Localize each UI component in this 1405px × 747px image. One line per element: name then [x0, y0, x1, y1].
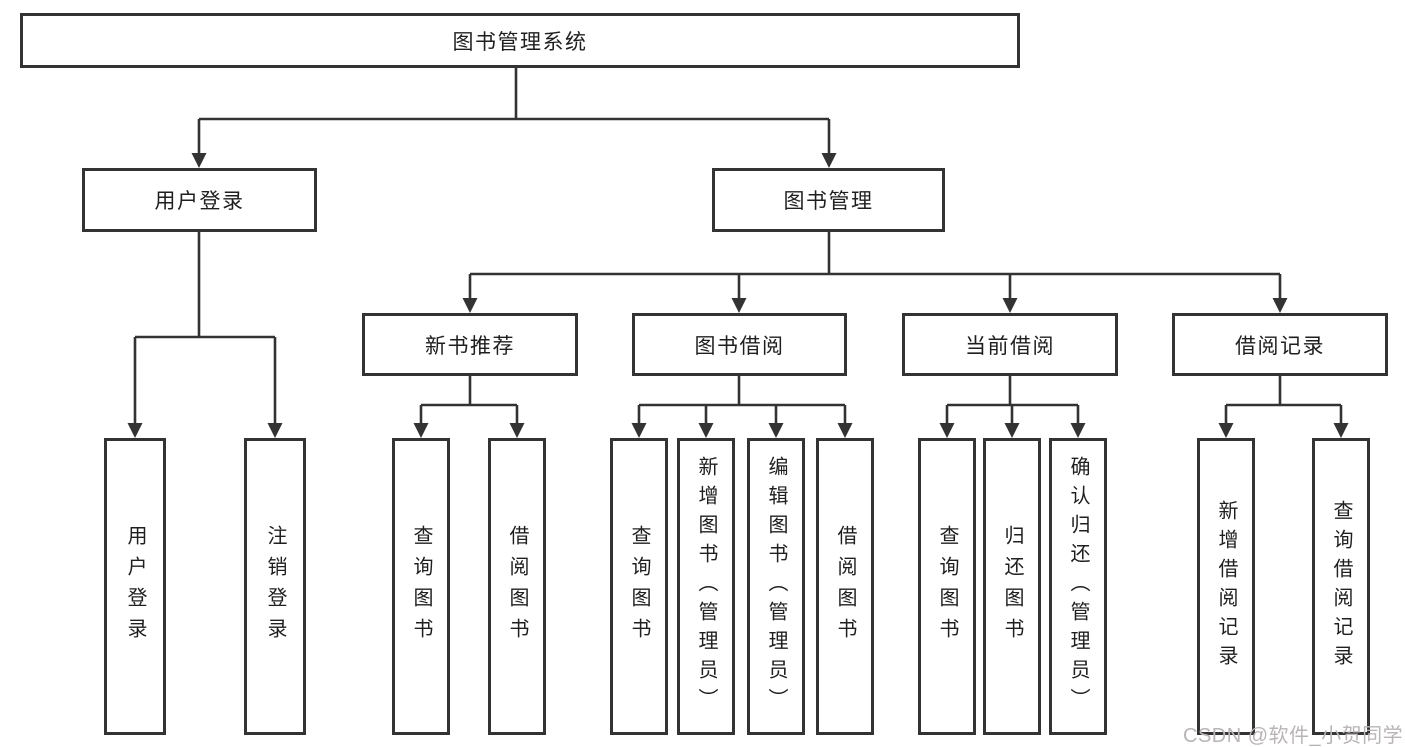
arrowheads-borrow-records-children	[1218, 423, 1349, 438]
connector-root-to-level2	[197, 68, 831, 155]
connector-borrow-records-children	[1224, 376, 1343, 425]
connector-user-login-children	[133, 232, 277, 425]
leaf-query-books-recommend: 查询图书	[392, 438, 450, 735]
arrowheads-current-borrow-children	[939, 423, 1086, 438]
box-library-management-system: 图书管理系统	[20, 13, 1020, 68]
box-current-borrowing: 当前借阅	[902, 313, 1118, 376]
leaf-query-books-current: 查询图书	[918, 438, 976, 735]
leaf-query-borrow-record: 查询借阅记录	[1312, 438, 1370, 735]
box-book-management: 图书管理	[712, 168, 945, 232]
arrowheads-user-login-children	[127, 423, 283, 438]
connector-new-book-children	[419, 376, 519, 425]
csdn-watermark: CSDN @软件_小贺同学	[1183, 725, 1404, 747]
box-user-login: 用户登录	[82, 168, 317, 232]
connector-current-borrow-children	[945, 376, 1080, 425]
leaf-logout: 注销登录	[244, 438, 306, 735]
leaf-return-books: 归还图书	[983, 438, 1041, 735]
connector-book-mgmt-to-level3	[468, 232, 1282, 300]
arrowheads-book-borrow-children	[631, 423, 853, 438]
arrowheads-level2	[191, 153, 837, 168]
box-book-borrowing: 图书借阅	[632, 313, 847, 376]
box-new-book-recommend: 新书推荐	[362, 313, 578, 376]
leaf-edit-books-admin: 编辑图书（管理员）	[747, 438, 805, 735]
leaf-add-borrow-record: 新增借阅记录	[1197, 438, 1255, 735]
leaf-user-login: 用户登录	[104, 438, 166, 735]
arrowheads-new-book-children	[413, 423, 525, 438]
leaf-add-books-admin: 新增图书（管理员）	[677, 438, 735, 735]
box-borrowing-records: 借阅记录	[1172, 313, 1388, 376]
leaf-borrow-books-borrowing: 借阅图书	[816, 438, 874, 735]
leaf-query-books-borrowing: 查询图书	[610, 438, 668, 735]
connector-book-borrow-children	[637, 376, 847, 425]
leaf-confirm-return-admin: 确认归还（管理员）	[1049, 438, 1107, 735]
arrowheads-level3	[462, 298, 1288, 313]
leaf-borrow-books-recommend: 借阅图书	[488, 438, 546, 735]
